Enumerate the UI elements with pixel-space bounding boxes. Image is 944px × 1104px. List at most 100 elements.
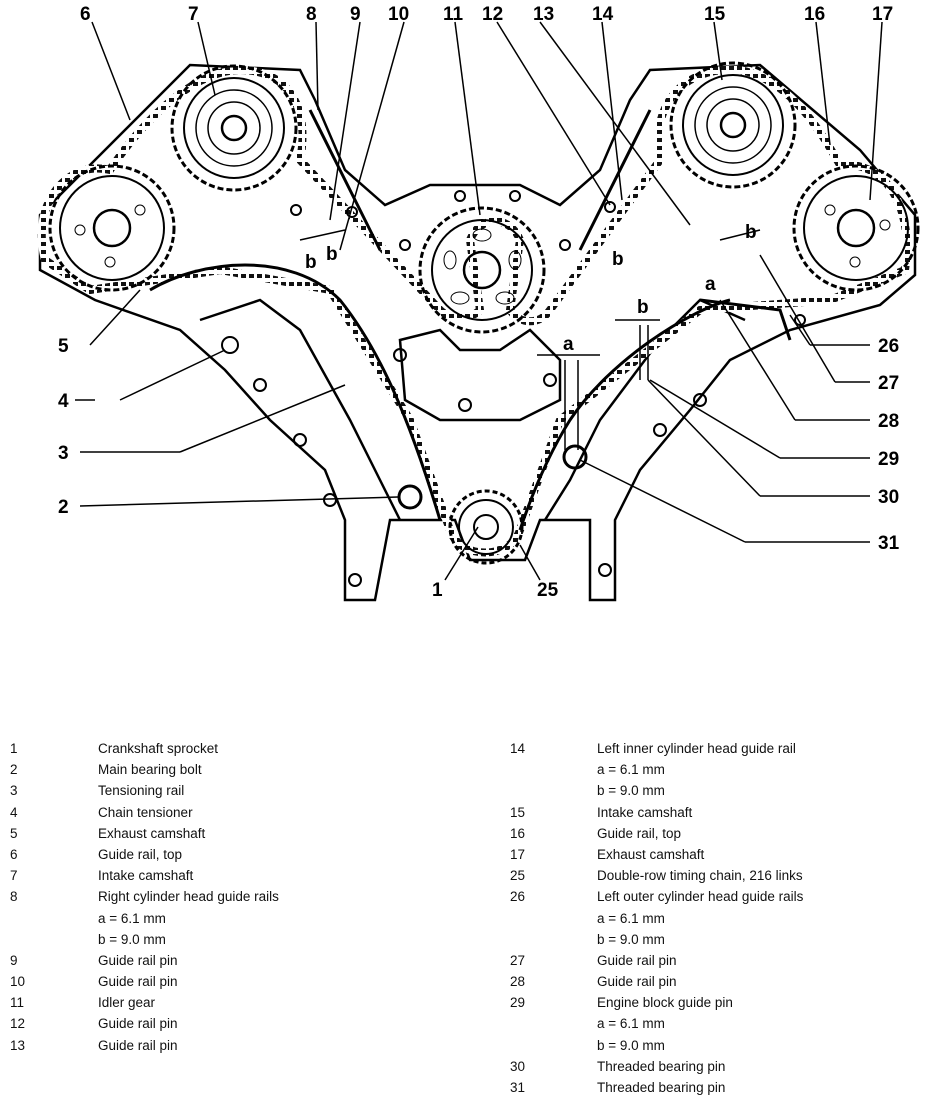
legend-text: Guide rail pin (98, 1016, 178, 1032)
legend-number: 30 (510, 1058, 526, 1074)
callout-8: 8 (306, 4, 317, 25)
legend-text: a = 6.1 mm (597, 762, 665, 778)
legend-text: Left inner cylinder head guide rail (597, 741, 796, 756)
legend-row: a = 6.1 mm (500, 908, 944, 929)
legend-number: 8 (10, 889, 18, 905)
legend-number: 29 (510, 995, 526, 1011)
callout-14: 14 (592, 4, 614, 25)
legend-text: Guide rail, top (597, 825, 682, 841)
legend-text: Exhaust camshaft (98, 825, 206, 841)
legend-row: 7 Intake camshaft (0, 865, 470, 886)
callout-1: 1 (432, 580, 443, 601)
legend-text: Main bearing bolt (98, 762, 202, 778)
dim-letter-b: b (326, 244, 338, 265)
sprocket-intake-right (669, 61, 797, 189)
legend-text: Guide rail pin (597, 952, 677, 968)
legend-row: 2 Main bearing bolt (0, 759, 470, 780)
callout-5: 5 (58, 336, 69, 357)
legend-number: 26 (510, 889, 526, 905)
dim-letter-b: b (745, 222, 757, 243)
legend-row: a = 6.1 mm (500, 1013, 944, 1034)
callout-12: 12 (482, 4, 503, 25)
legend-text: Right cylinder head guide rails (98, 889, 279, 905)
callout-7: 7 (188, 4, 199, 25)
callout-labels: 6 7 8 9 10 11 12 13 14 15 16 17 5 4 3 2 … (58, 4, 900, 601)
callout-31: 31 (878, 533, 900, 554)
legend-text: b = 9.0 mm (597, 931, 665, 947)
engine-block-outline (38, 63, 917, 602)
sprocket-exhaust-left (48, 164, 176, 292)
callout-29: 29 (878, 449, 899, 470)
legend-text: b = 9.0 mm (597, 783, 665, 799)
dim-letter-a: a (563, 334, 574, 355)
legend-text: Guide rail pin (98, 974, 178, 990)
legend-number: 11 (10, 995, 25, 1011)
timing-chain-diagram: 6 7 8 9 10 11 12 13 14 15 16 17 5 4 3 2 … (37, 4, 920, 602)
legend-column-right: 14 Left inner cylinder head guide rail a … (500, 738, 944, 1098)
legend-row: a = 6.1 mm (500, 759, 944, 780)
legend-row: 14 Left inner cylinder head guide rail (500, 738, 944, 759)
callout-17: 17 (872, 4, 893, 25)
legend-text: a = 6.1 mm (98, 910, 166, 926)
legend-number: 31 (510, 1080, 526, 1095)
legend-number: 9 (10, 952, 18, 968)
callout-11: 11 (443, 4, 464, 25)
legend-number: 7 (10, 868, 18, 884)
legend-number: 6 (10, 846, 18, 862)
legend-number: 14 (510, 741, 526, 756)
legend-number: 17 (510, 846, 526, 862)
legend-text: Double-row timing chain, 216 links (597, 868, 803, 884)
legend-text: Idler gear (98, 995, 156, 1011)
callout-15: 15 (704, 4, 726, 25)
sprocket-exhaust-right (792, 164, 920, 292)
legend-row: b = 9.0 mm (500, 780, 944, 801)
legend-row: 8 Right cylinder head guide rails (0, 886, 470, 907)
legend-text: Guide rail pin (597, 974, 677, 990)
legend-text: a = 6.1 mm (597, 1016, 665, 1032)
legend-row: a = 6.1 mm (0, 908, 470, 929)
callout-10: 10 (388, 4, 409, 25)
legend-text: b = 9.0 mm (597, 1037, 665, 1053)
callout-6: 6 (80, 4, 91, 25)
legend-row: 12 Guide rail pin (0, 1013, 470, 1034)
legend-number: 3 (10, 783, 18, 799)
callout-2: 2 (58, 497, 69, 518)
legend-number: 12 (10, 1016, 26, 1032)
legend-text: Intake camshaft (597, 804, 693, 820)
pins (221, 190, 806, 587)
legend-text: a = 6.1 mm (597, 910, 665, 926)
callout-28: 28 (878, 411, 899, 432)
dim-letter-b: b (637, 297, 649, 318)
legend-row: 28 Guide rail pin (500, 971, 944, 992)
legend-number: 15 (510, 804, 526, 820)
callout-9: 9 (350, 4, 361, 25)
legend-text: b = 9.0 mm (98, 931, 166, 947)
callout-26: 26 (878, 336, 899, 357)
callout-13: 13 (533, 4, 554, 25)
legend-text: Intake camshaft (98, 868, 194, 884)
legend-text: Guide rail pin (98, 952, 178, 968)
legend-number: 27 (510, 952, 526, 968)
legend-row: 9 Guide rail pin (0, 950, 470, 971)
dim-letter-b: b (305, 252, 317, 273)
legend-number: 2 (10, 762, 18, 778)
legend-row: b = 9.0 mm (500, 929, 944, 950)
legend-number: 28 (510, 974, 526, 990)
legend-text: Guide rail pin (98, 1037, 178, 1053)
legend-number: 4 (10, 804, 18, 820)
legend-row: 15 Intake camshaft (500, 802, 944, 823)
legend-number: 5 (10, 825, 18, 841)
callout-3: 3 (58, 443, 69, 464)
legend-row: b = 9.0 mm (500, 1035, 944, 1056)
